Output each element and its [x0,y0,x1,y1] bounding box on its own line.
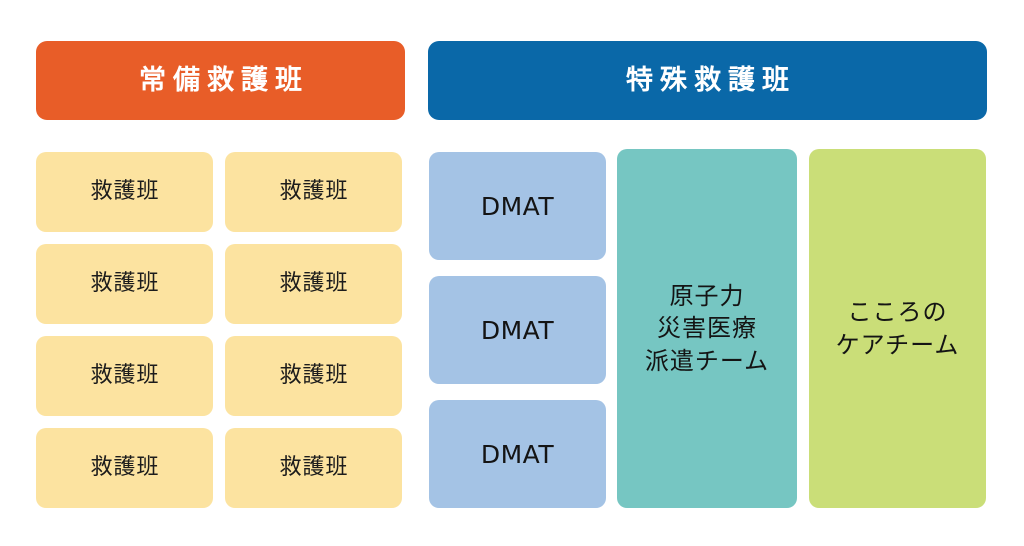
standing-team-box: 救護班 [225,336,402,416]
standing-team-box: 救護班 [225,428,402,508]
standing-team-label: 救護班 [279,455,349,480]
group-header-special: 特殊救護班 [428,41,987,120]
standing-team-label: 救護班 [90,363,160,388]
standing-team-box: 救護班 [225,152,402,232]
nuclear-team-line-2: 災害医療 [657,314,757,343]
dmat-team-label: DMAT [480,191,555,221]
group-header-standing-label: 常備救護班 [139,65,309,96]
standing-team-label: 救護班 [90,271,160,296]
group-header-standing: 常備救護班 [36,41,405,120]
dmat-team-label: DMAT [480,315,555,345]
dmat-team-box: DMAT [429,276,606,384]
standing-team-label: 救護班 [90,179,160,204]
standing-team-box: 救護班 [36,152,213,232]
mental-care-line-1: こころの [847,298,948,327]
standing-team-label: 救護班 [279,363,349,388]
special-teams-area: DMAT DMAT DMAT 原子力 災害医療 派遣チーム こころの ケアチーム [428,149,987,508]
mental-care-team-box: こころの ケアチーム [809,149,986,508]
standing-team-label: 救護班 [90,455,160,480]
standing-team-label: 救護班 [279,179,349,204]
standing-team-box: 救護班 [36,428,213,508]
mental-care-team-label: こころの ケアチーム [836,296,960,361]
group-header-special-label: 特殊救護班 [626,65,796,96]
dmat-team-box: DMAT [429,152,606,260]
dmat-column: DMAT DMAT DMAT [429,152,606,508]
standing-team-box: 救護班 [36,244,213,324]
mental-care-line-2: ケアチーム [835,330,960,359]
nuclear-disaster-medical-team-box: 原子力 災害医療 派遣チーム [617,149,797,508]
standing-team-box: 救護班 [225,244,402,324]
nuclear-team-line-3: 派遣チーム [644,346,770,375]
dmat-team-box: DMAT [429,400,606,508]
standing-team-label: 救護班 [279,271,349,296]
nuclear-team-line-1: 原子力 [669,281,745,310]
standing-team-box: 救護班 [36,336,213,416]
standing-teams-grid: 救護班 救護班 救護班 救護班 救護班 救護班 救護班 救護班 [36,152,402,508]
dmat-team-label: DMAT [480,439,555,469]
nuclear-disaster-medical-team-label: 原子力 災害医療 派遣チーム [645,280,769,377]
